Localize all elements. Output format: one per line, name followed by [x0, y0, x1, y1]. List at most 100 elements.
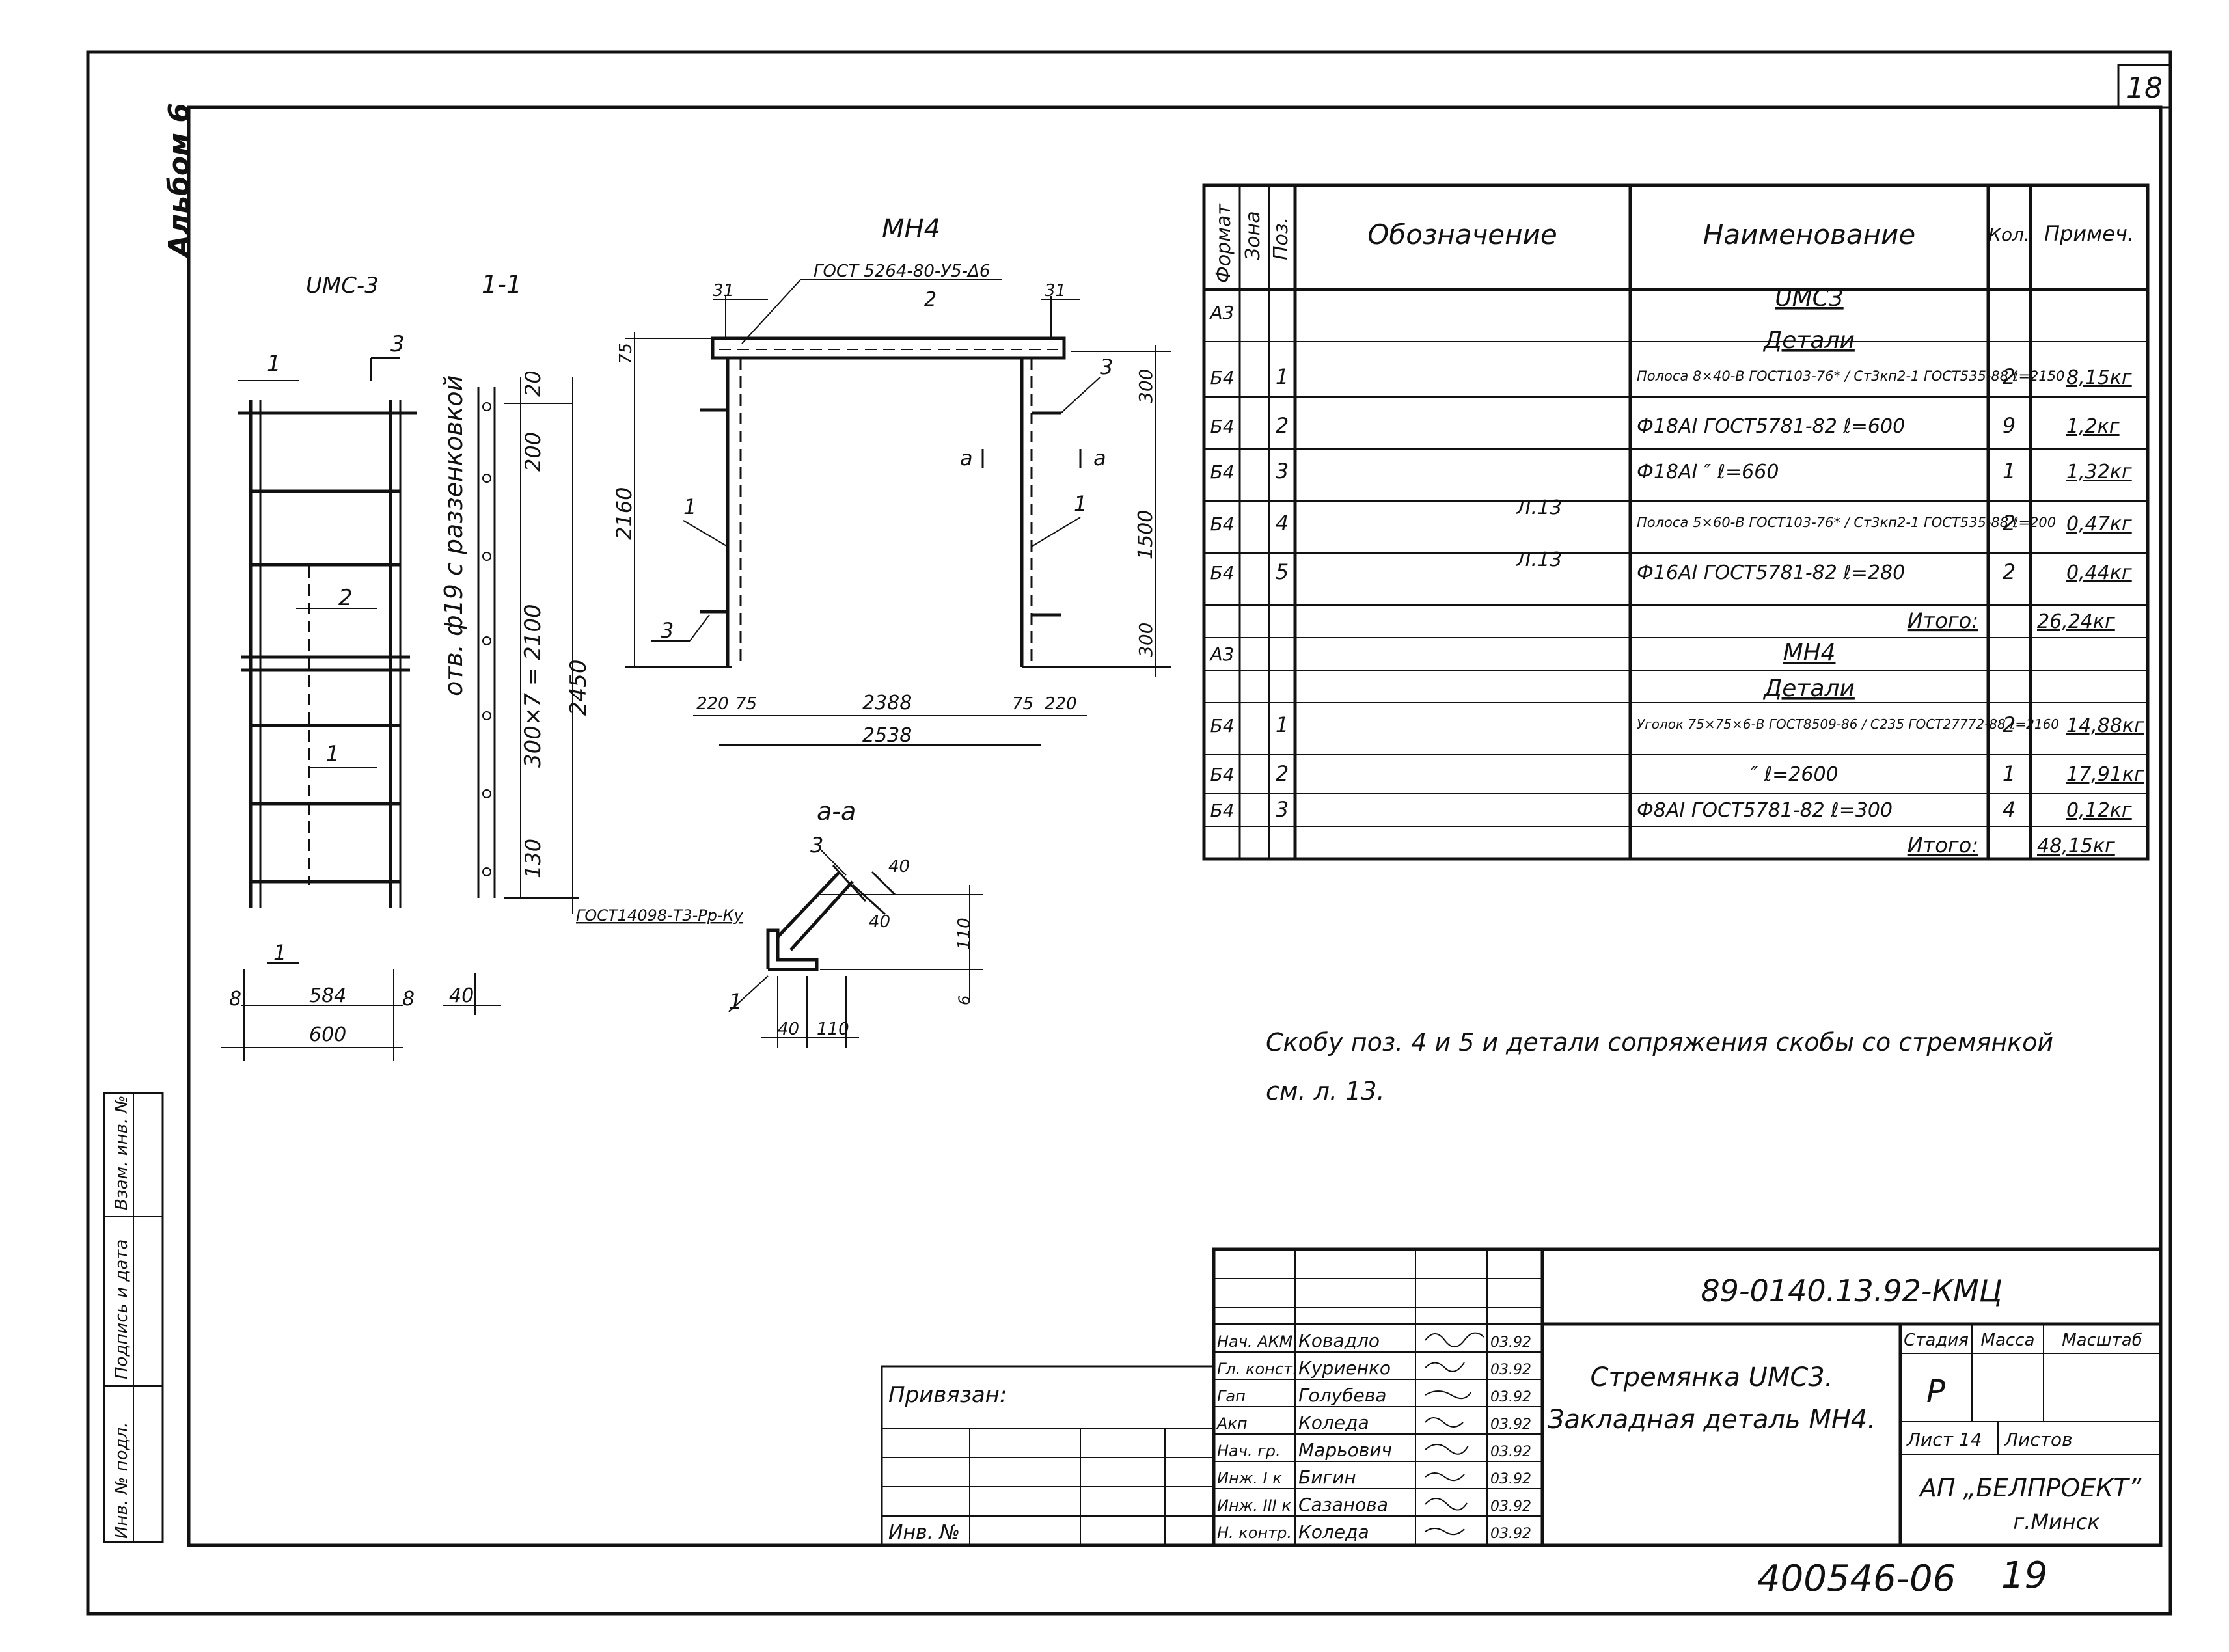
- spec-row-name: ″ ℓ=2600: [1751, 763, 1839, 786]
- stage-value: Р: [1926, 1374, 1945, 1410]
- ladder-pos-1-top: 1: [267, 351, 281, 377]
- ladder-side-dim-40: 40: [449, 984, 474, 1007]
- spec-row-note: 14,88кг: [2066, 714, 2144, 737]
- spec-row-title: UMC3: [1775, 285, 1843, 312]
- aa-pos-3: 3: [810, 833, 823, 858]
- role-label: Нач. гр.: [1217, 1442, 1281, 1460]
- title-block-grid: [1212, 1247, 2163, 1547]
- spec-table-grid: [1202, 183, 2150, 861]
- spec-row-qty: 9: [2003, 413, 2016, 438]
- spec-row-name: Уголок 75×75×6-В ГОСТ8509-86 / С235 ГОСТ…: [1637, 716, 2059, 732]
- spec-header-format: Формат: [1212, 203, 1235, 283]
- spec-row-format: Б4: [1210, 367, 1234, 388]
- mn4-dim-300-bottom: 300: [1135, 623, 1156, 657]
- spec-row-format: Б4: [1210, 416, 1234, 437]
- spec-row-pos: 4: [1276, 511, 1289, 535]
- org-line-2: г.Минск: [2013, 1510, 2100, 1534]
- role-date: 03.92: [1490, 1471, 1531, 1487]
- section-aa-detail: [728, 848, 983, 1048]
- mass-label: Масса: [1981, 1331, 2035, 1350]
- mn4-dim-2538: 2538: [862, 724, 912, 747]
- role-name: Бигин: [1298, 1467, 1356, 1488]
- spec-row-name: Ф8АI ГОСТ5781-82 ℓ=300: [1637, 799, 1893, 822]
- spec-row-note: 1,2кг: [2066, 415, 2120, 438]
- spec-row-name: Ф18АI ГОСТ5781-82 ℓ=600: [1637, 415, 1905, 438]
- spec-row-qty: 2: [2003, 560, 2016, 584]
- mn4-dim-75-left: 75: [735, 694, 757, 714]
- spec-row-title: МН4: [1783, 640, 1835, 666]
- mn4-dim-1500: 1500: [1134, 510, 1157, 560]
- aa-dim-40-top: 40: [888, 857, 910, 876]
- role-label: Инж. I к: [1217, 1469, 1282, 1487]
- sheet-number: 18: [2126, 72, 2163, 105]
- mn4-pos-1-left: 1: [683, 494, 696, 519]
- spec-row-pos: 1: [1276, 364, 1289, 389]
- ladder-dim-8-left: 8: [229, 988, 241, 1010]
- org-line-1: АП „БЕЛПРОЕКТ”: [1918, 1474, 2142, 1502]
- role-label: Нач. АКМ: [1217, 1333, 1293, 1351]
- ladder-dim-2450: 2450: [566, 659, 592, 716]
- role-name: Куриенко: [1298, 1357, 1391, 1379]
- doc-title-line-2: Закладная деталь МН4.: [1548, 1405, 1876, 1435]
- aa-dim-110-vert: 110: [955, 917, 974, 950]
- side-stamp-inv: Инв. № подл.: [112, 1422, 131, 1539]
- mn4-dim-220-right: 220: [1045, 694, 1077, 714]
- role-date: 03.92: [1490, 1362, 1531, 1378]
- spec-row-qty: 2: [2003, 511, 2016, 535]
- ladder-elevation: [238, 357, 417, 908]
- doc-title-line-1: Стремянка UMC3.: [1591, 1362, 1833, 1392]
- spec-row-note: 8,15кг: [2066, 366, 2132, 389]
- spec-row-format: Б4: [1210, 764, 1234, 785]
- bottom-code: 400546-06: [1757, 1558, 1956, 1600]
- spec-header-note: Примеч.: [2044, 221, 2134, 246]
- spec-row-total-label: Итого:: [1908, 833, 1978, 858]
- ladder-dim-600: 600: [309, 1023, 346, 1046]
- ladder-dim-20: 20: [521, 370, 545, 397]
- spec-row-format: А3: [1209, 302, 1235, 323]
- sheet-label: Лист 14: [1906, 1429, 1982, 1450]
- signature-scribbles: [1425, 1332, 1484, 1536]
- title-section-a-a: a-a: [817, 797, 856, 826]
- role-label: Инж. III к: [1217, 1496, 1291, 1515]
- spec-row-name: Ф16АI ГОСТ5781-82 ℓ=280: [1637, 562, 1905, 584]
- privyazan-inv-label: Инв. №: [888, 1521, 960, 1544]
- ladder-dim-300x7: 300×7 = 2100: [520, 604, 546, 768]
- title-umc3: UMC-3: [306, 273, 379, 299]
- spec-row-qty: 2: [2003, 364, 2016, 389]
- mn4-dim-31-left: 31: [713, 281, 734, 301]
- spec-row-note: 0,47кг: [2066, 513, 2132, 535]
- spec-row-pos: 3: [1276, 459, 1289, 483]
- privyazan-block: [881, 1365, 1215, 1547]
- ladder-dim-arrow-1: 1: [273, 940, 286, 965]
- spec-row-format: Б4: [1210, 800, 1234, 821]
- title-mn4: MH4: [882, 214, 940, 244]
- album-label: Альбом 6: [163, 103, 196, 259]
- mn4-dim-300-top: 300: [1135, 369, 1156, 403]
- scale-label: Масштаб: [2062, 1331, 2142, 1350]
- spec-row-qty: 1: [2003, 761, 2016, 786]
- mn4-frame: [625, 279, 1171, 746]
- role-name: Марьович: [1298, 1439, 1392, 1461]
- note-line-2: см. л. 13.: [1266, 1077, 1385, 1105]
- role-label: Н. контр.: [1217, 1524, 1292, 1542]
- spec-row-note: 0,44кг: [2066, 562, 2132, 584]
- mn4-pos-3-left: 3: [661, 618, 674, 643]
- spec-header-designation: Обозначение: [1367, 219, 1557, 251]
- spec-row-format: А3: [1209, 643, 1235, 665]
- ladder-pos-1-mid: 1: [325, 741, 340, 767]
- spec-row-designation: Л.13: [1516, 548, 1562, 571]
- ladder-dim-8-right: 8: [402, 988, 415, 1010]
- ladder-side-section: [477, 377, 579, 899]
- stage-label: Стадия: [1904, 1331, 1969, 1350]
- mn4-section-mark-right: a: [1093, 446, 1106, 470]
- spec-row-name: Ф18АI ″ ℓ=660: [1637, 461, 1779, 483]
- role-name: Коледа: [1298, 1521, 1369, 1543]
- spec-row-pos: 5: [1276, 560, 1289, 584]
- role-date: 03.92: [1490, 1444, 1531, 1460]
- mn4-dim-75-right: 75: [1012, 694, 1033, 714]
- spec-row-pos: 2: [1276, 761, 1289, 786]
- doc-code: 89-0140.13.92-КМЦ: [1701, 1273, 2002, 1308]
- sheets-label: Листов: [2004, 1429, 2073, 1450]
- title-section-1-1: 1-1: [482, 270, 522, 299]
- mn4-pos-3-right: 3: [1100, 355, 1113, 379]
